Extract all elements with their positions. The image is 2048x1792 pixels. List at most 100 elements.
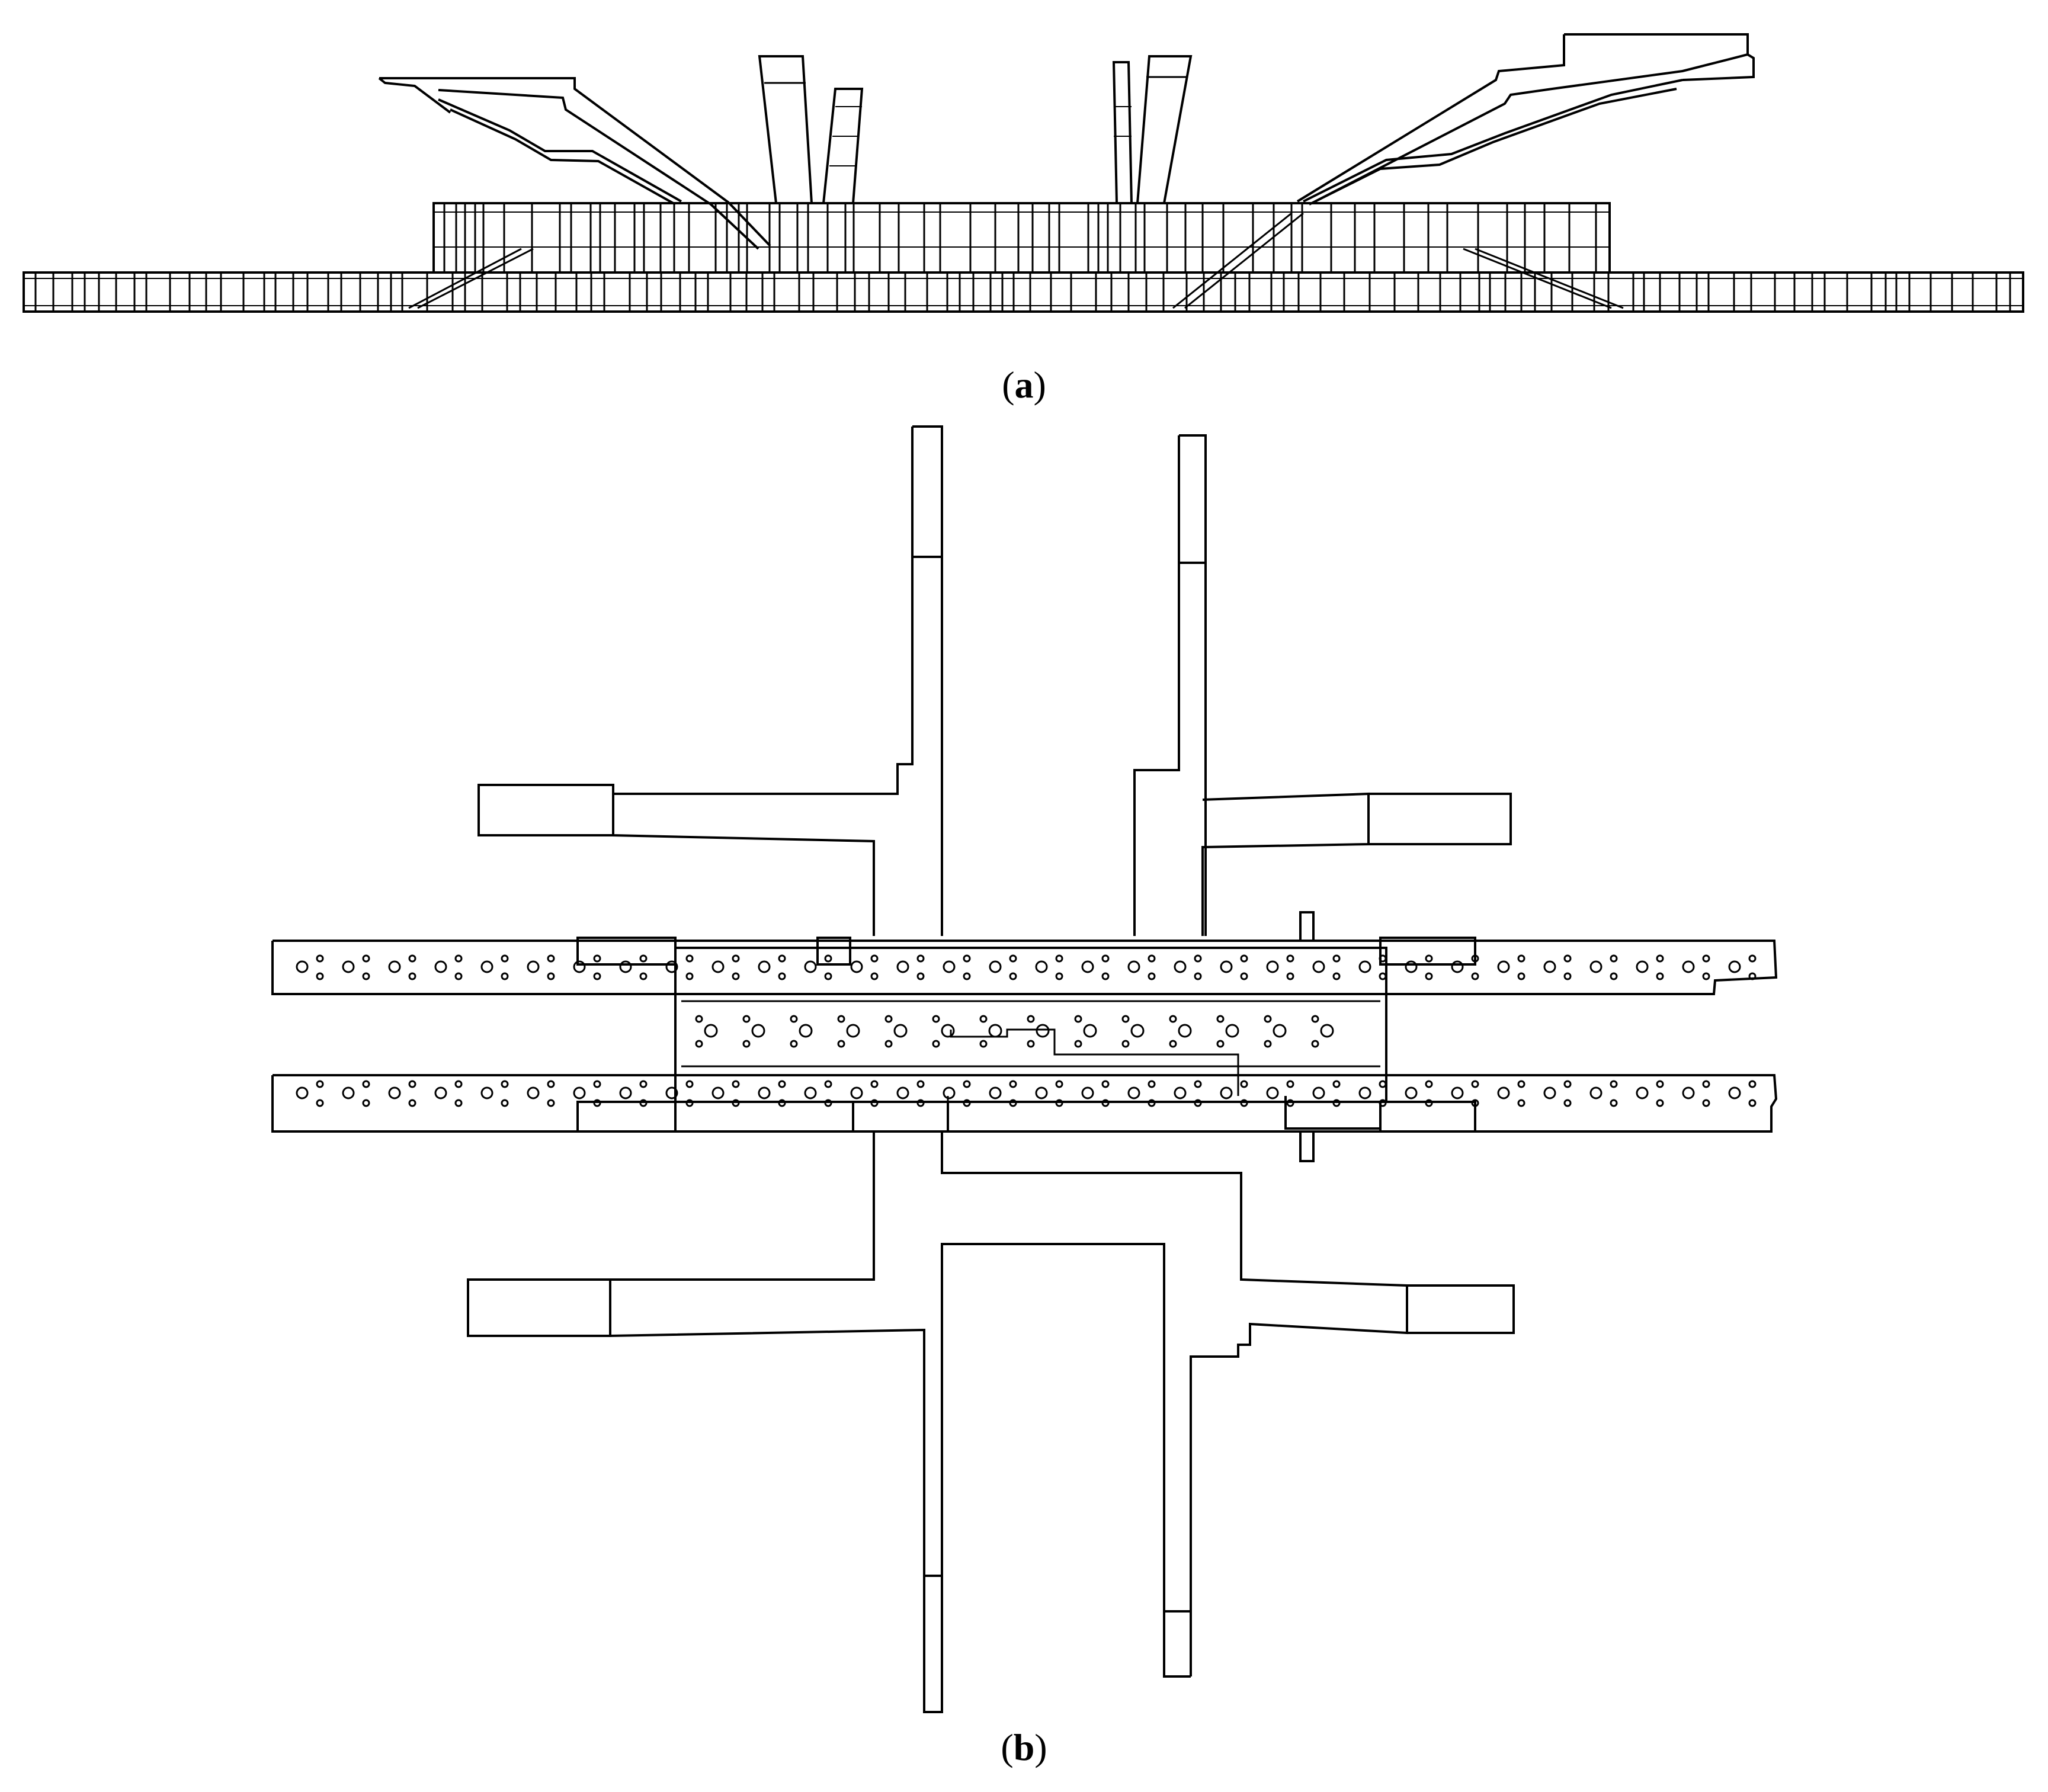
hole xyxy=(825,956,831,961)
hole xyxy=(1703,1100,1709,1106)
hole xyxy=(1287,956,1293,961)
hole xyxy=(1565,956,1571,961)
hole xyxy=(1452,1088,1463,1098)
hole xyxy=(1334,973,1339,979)
hole xyxy=(779,1081,785,1087)
hole xyxy=(1749,1100,1755,1106)
hole xyxy=(1175,1088,1185,1098)
hole xyxy=(733,973,739,979)
hole xyxy=(1312,1016,1318,1022)
hole xyxy=(1544,961,1555,972)
hole xyxy=(713,961,723,972)
hole xyxy=(1591,961,1601,972)
hole xyxy=(1426,1081,1432,1087)
hole xyxy=(456,956,461,961)
entrance-corridor-se xyxy=(1191,1286,1514,1676)
hole xyxy=(1657,1081,1663,1087)
hole xyxy=(1082,961,1093,972)
hole xyxy=(733,1081,739,1087)
hole xyxy=(1132,1025,1143,1037)
hole xyxy=(871,973,877,979)
hole xyxy=(502,956,508,961)
hole xyxy=(435,1088,446,1098)
hole xyxy=(1195,1081,1201,1087)
hole xyxy=(317,1100,323,1106)
hole xyxy=(594,1100,600,1106)
hole xyxy=(363,1100,369,1106)
hole xyxy=(1241,973,1247,979)
hole xyxy=(502,1081,508,1087)
hole xyxy=(1321,1025,1333,1037)
caption-b: (b) xyxy=(1001,1726,1047,1768)
hole xyxy=(1611,956,1617,961)
hole xyxy=(409,973,415,979)
panel-a-side-elevation xyxy=(24,34,2023,312)
hole xyxy=(1334,1081,1339,1087)
hole xyxy=(1565,1081,1571,1087)
hole xyxy=(1056,1100,1062,1106)
hole xyxy=(1518,956,1524,961)
hole xyxy=(1241,1100,1247,1106)
hole xyxy=(1544,1088,1555,1098)
hole xyxy=(343,961,354,972)
hole xyxy=(594,973,600,979)
hole xyxy=(886,1016,892,1022)
hole xyxy=(743,1041,749,1047)
hole xyxy=(343,1088,354,1098)
hole xyxy=(1518,1081,1524,1087)
hole xyxy=(528,961,539,972)
hole xyxy=(1518,973,1524,979)
hole xyxy=(1056,1081,1062,1087)
hole xyxy=(1149,973,1155,979)
hole xyxy=(1129,1088,1139,1098)
hole xyxy=(1657,973,1663,979)
hole xyxy=(1611,1100,1617,1106)
hole xyxy=(1149,956,1155,961)
hole xyxy=(1657,956,1663,961)
entrance-corridor-sw xyxy=(468,1131,1407,1712)
hole xyxy=(743,1016,749,1022)
hole xyxy=(1082,1088,1093,1098)
hole xyxy=(825,1081,831,1087)
hole xyxy=(1313,961,1324,972)
hole xyxy=(1241,1081,1247,1087)
hole xyxy=(574,961,585,972)
hole xyxy=(1565,973,1571,979)
hole xyxy=(944,1088,954,1098)
hole xyxy=(594,956,600,961)
hole xyxy=(1123,1041,1129,1047)
hole xyxy=(502,973,508,979)
hole xyxy=(1406,1088,1416,1098)
hole xyxy=(548,956,554,961)
hole xyxy=(1217,1016,1223,1022)
hole xyxy=(1426,973,1432,979)
hole xyxy=(1591,1088,1601,1098)
hole xyxy=(964,973,970,979)
hole xyxy=(1217,1041,1223,1047)
hole xyxy=(1036,961,1047,972)
hole xyxy=(1195,956,1201,961)
hole xyxy=(1380,956,1386,961)
hole xyxy=(640,1100,646,1106)
hole xyxy=(1149,1081,1155,1087)
hole xyxy=(871,1081,877,1087)
hole xyxy=(456,1100,461,1106)
hole xyxy=(1036,1088,1047,1098)
hole xyxy=(1683,1088,1694,1098)
hole xyxy=(1010,973,1016,979)
concourse-column-ticks xyxy=(444,203,1596,273)
hole xyxy=(1241,956,1247,961)
hole xyxy=(1010,956,1016,961)
hole xyxy=(1028,1041,1034,1047)
hole xyxy=(1287,1081,1293,1087)
hole xyxy=(791,1041,797,1047)
hole xyxy=(640,973,646,979)
hole xyxy=(1518,1100,1524,1106)
hole xyxy=(1075,1016,1081,1022)
platform-holes xyxy=(297,956,1755,1106)
hole xyxy=(1380,973,1386,979)
hole xyxy=(409,956,415,961)
hole xyxy=(1056,973,1062,979)
hole xyxy=(1334,1100,1339,1106)
